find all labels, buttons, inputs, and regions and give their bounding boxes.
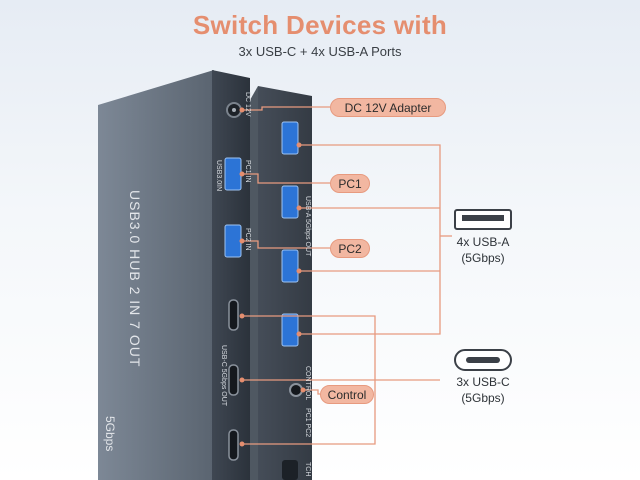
- usb-a-out-port-4: [281, 313, 299, 347]
- switch-side-face: [250, 86, 258, 480]
- usb-c-port-2: [228, 364, 239, 396]
- hub-front-panel: [212, 70, 250, 480]
- switch-label: TCH: [304, 462, 311, 477]
- usb-c-ports-label: 3x USB-C (5Gbps): [445, 374, 521, 406]
- usbc-out-label: USB-C 5Gbps OUT: [220, 345, 227, 407]
- hub-side-speed: 5Gbps: [103, 416, 117, 452]
- pc-switch-labels: PC1 PC2: [304, 408, 311, 438]
- usb-c-count: 3x USB-C: [456, 375, 510, 389]
- switch-front-panel: [258, 86, 312, 480]
- dc-jack-pin-icon: [232, 108, 236, 112]
- pc1-callout: PC1: [330, 174, 370, 193]
- usb-c-port-1: [228, 299, 239, 331]
- control-jack-icon: [289, 383, 303, 397]
- usb-a-in-port-pc2: [224, 224, 242, 258]
- dc-adapter-callout: DC 12V Adapter: [330, 98, 446, 117]
- usb-a-in-port-pc1: [224, 157, 242, 191]
- pc2-callout: PC2: [330, 239, 370, 258]
- pc2-in-label: PC2 IN: [244, 228, 251, 251]
- usb-a-icon: [454, 209, 512, 230]
- control-callout: Control: [320, 385, 374, 404]
- hub-side-face: [98, 70, 214, 480]
- pc1-in-label: PC1 IN: [244, 160, 251, 183]
- usb-c-icon: [454, 349, 512, 371]
- control-port-label: CONTROL: [304, 366, 311, 401]
- usb-a-ports-label: 4x USB-A (5Gbps): [445, 234, 521, 266]
- dc-label: DC 12V: [244, 92, 251, 117]
- usb-a-out-port-2: [281, 185, 299, 219]
- headline-subtitle: 3x USB-C + 4x USB-A Ports: [238, 44, 402, 59]
- usb-c-speed: (5Gbps): [461, 391, 505, 405]
- usba-out-label: USB-A 5Gbps OUT: [304, 196, 311, 257]
- usb-a-out-port-3: [281, 249, 299, 283]
- usb-a-speed: (5Gbps): [461, 251, 505, 265]
- usb-c-port-3: [228, 429, 239, 461]
- usb-a-out-port-1: [281, 121, 299, 155]
- callout-lines: [242, 106, 452, 445]
- usb-in-label: USB3.0IN: [215, 160, 222, 192]
- usb-a-count: 4x USB-A: [456, 235, 510, 249]
- hub-side-text: USB3.0 HUB 2 IN 7 OUT: [127, 190, 143, 368]
- headline-title: Switch Devices with: [192, 10, 448, 40]
- callout-dots: [239, 107, 306, 447]
- switch-button: [282, 460, 298, 480]
